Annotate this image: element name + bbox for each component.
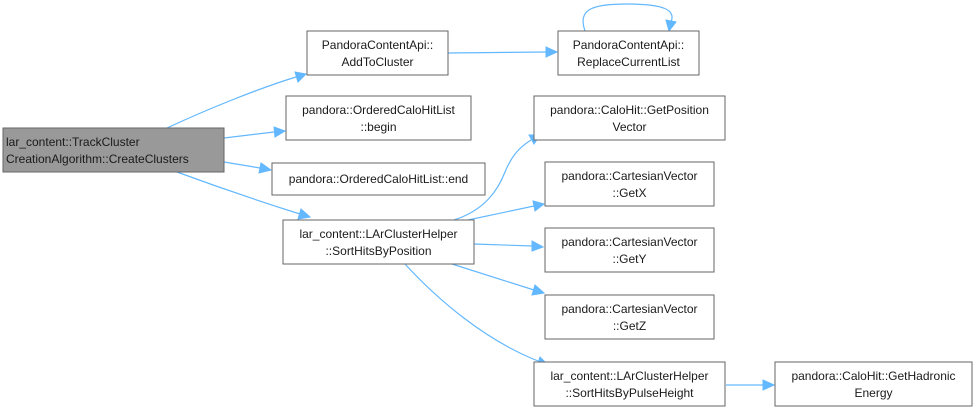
node-sorthitsbypulseheight-label-line2: ::SortHitsByPulseHeight [565,386,694,400]
node-getz-label-line2: ::GetZ [613,319,646,333]
node-orderedcalohitlist-begin[interactable]: pandora::OrderedCaloHitList ::begin [285,95,472,141]
edge-createclusters-to-addtocluster [166,71,308,129]
node-sorthitsbyposition-label-line1: lar_content::LArClusterHelper [299,227,457,241]
edge-sorthitsbypulseheight-to-gethadronicenergy [726,379,776,391]
node-pandoracontentapi-addtocluster[interactable]: PandoraContentApi:: AddToCluster [306,30,449,76]
node-addtocluster-label-line1: PandoraContentApi:: [322,38,433,52]
edge-sorthitsbyposition-to-gety [473,240,545,252]
node-sorthitsbypulseheight-label-line1: lar_content::LArClusterHelper [550,369,708,383]
edge-sorthitsbyposition-to-sorthitsbypulseheight [404,263,550,367]
edge-createclusters-to-end [223,161,273,174]
node-calohit-gethadronicenergy[interactable]: pandora::CaloHit::GetHadronic Energy [774,361,973,407]
node-larclusterhelper-sorthitsbypulseheight[interactable]: lar_content::LArClusterHelper ::SortHits… [533,361,726,407]
node-end-label: pandora::OrderedCaloHitList::end [289,172,468,186]
node-trackclustercreationalgorithm-createclusters[interactable]: lar_content::TrackCluster CreationAlgori… [2,127,225,173]
node-cartesianvector-gety[interactable]: pandora::CartesianVector ::GetY [544,227,715,273]
node-gety-label-line2: ::GetY [612,252,646,266]
node-begin-label-line1: pandora::OrderedCaloHitList [302,103,455,117]
node-gety-label-line1: pandora::CartesianVector [561,235,697,249]
node-getpositionvector-label-line2: Vector [612,120,646,134]
edge-sorthitsbyposition-to-getx [467,200,546,221]
node-addtocluster-label-line2: AddToCluster [341,55,413,69]
edge-sorthitsbyposition-to-getz [451,263,546,296]
node-gethadronicenergy-label-line1: pandora::CaloHit::GetHadronic [791,369,955,383]
edges [166,3,776,391]
node-getx-label-line1: pandora::CartesianVector [561,169,697,183]
node-getpositionvector-label-line1: pandora::CaloHit::GetPosition [550,103,709,117]
node-replacecurrentlist-label-line2: ReplaceCurrentList [577,55,680,69]
node-calohit-getpositionvector[interactable]: pandora::CaloHit::GetPosition Vector [533,95,726,141]
node-pandoracontentapi-replacecurrentlist[interactable]: PandoraContentApi:: ReplaceCurrentList [557,30,700,76]
node-larclusterhelper-sorthitsbyposition[interactable]: lar_content::LArClusterHelper ::SortHits… [282,219,475,265]
edge-createclusters-to-begin [223,126,287,139]
edge-replacecurrentlist-self-loop [582,3,677,33]
node-sorthitsbyposition-label-line2: ::SortHitsByPosition [325,244,431,258]
node-cartesianvector-getx[interactable]: pandora::CartesianVector ::GetX [544,161,715,207]
edge-addtocluster-to-replacecurrentlist [447,46,559,58]
node-createclusters-label-line1: lar_content::TrackCluster [6,135,140,149]
nodes: lar_content::TrackCluster CreationAlgori… [2,30,973,407]
node-getz-label-line1: pandora::CartesianVector [561,302,697,316]
node-replacecurrentlist-label-line1: PandoraContentApi:: [573,38,684,52]
node-gethadronicenergy-label-line2: Energy [854,386,892,400]
node-createclusters-label-line2: CreationAlgorithm::CreateClusters [6,152,189,166]
node-begin-label-line2: ::begin [360,120,396,134]
node-orderedcalohitlist-end[interactable]: pandora::OrderedCaloHitList::end [271,162,486,196]
node-cartesianvector-getz[interactable]: pandora::CartesianVector ::GetZ [544,294,715,340]
node-getx-label-line2: ::GetX [612,186,646,200]
edge-createclusters-to-sorthitsbyposition [176,171,312,220]
